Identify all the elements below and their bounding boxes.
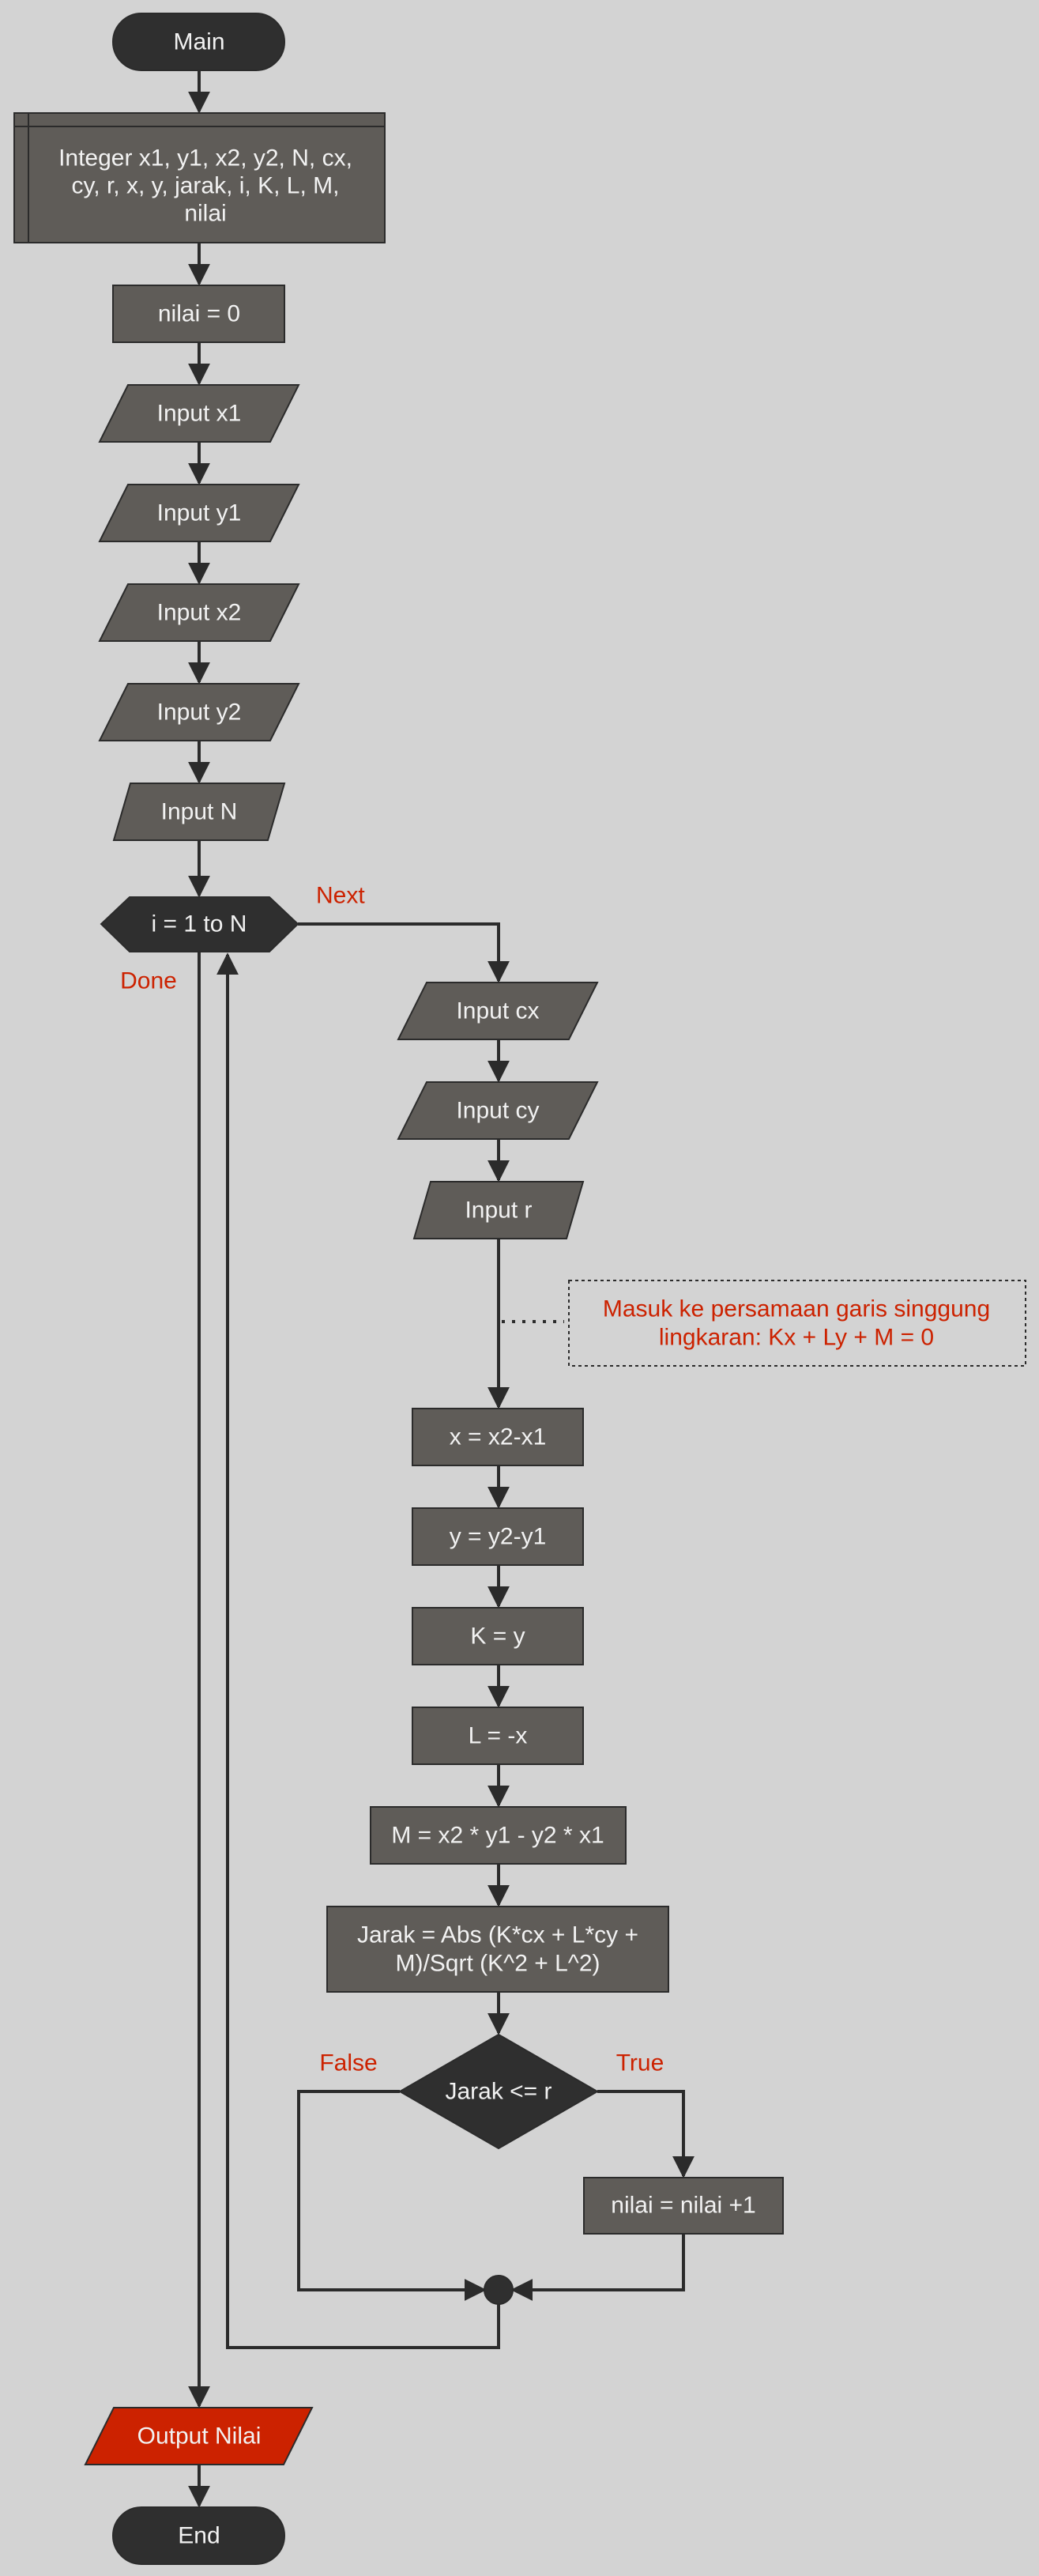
input-r-shape [412,1181,585,1239]
assign-m-process [370,1806,627,1865]
assign-x-process [412,1408,584,1466]
input-cx-label: Input cx [456,998,539,1024]
input-x2-shape [98,583,300,642]
loop-hexagon [100,896,299,952]
assign-jarak-process [326,1906,669,1993]
loop-next-label: Next [316,883,365,909]
output-shape [84,2407,314,2465]
assign-l-label: L = -x [469,1723,528,1749]
input-y1-shape [98,484,300,542]
increment-process [583,2177,784,2235]
input-x1-label: Input x1 [157,401,242,427]
connector-decision-true [597,2090,695,2178]
input-cy-shape [397,1081,599,1140]
decision-diamond [397,2033,600,2150]
assign-l-process [412,1707,584,1765]
input-y2-label: Input y2 [157,700,242,726]
decision-true-label: True [616,2050,664,2076]
decision-false-label: False [319,2050,377,2076]
connector-increment-to-merge [510,2234,685,2301]
comment-box [568,1280,1026,1367]
merge-point [484,2275,514,2305]
assign-jarak-line-1: Jarak = Abs (K*cx + L*cy + [357,1922,638,1948]
input-y2-shape [98,683,300,741]
assign-x-label: x = x2-x1 [450,1424,547,1450]
declare-line-2: cy, r, x, y, jarak, i, K, L, M, [72,173,340,199]
output-label: Output Nilai [137,2423,262,2450]
assign-m-label: M = x2 * y1 - y2 * x1 [391,1823,604,1849]
init-label: nilai = 0 [158,301,240,327]
declare-block [13,112,386,243]
loop-label: i = 1 to N [152,911,247,937]
input-x1-shape [98,384,300,443]
input-cy-label: Input cy [456,1098,539,1124]
connector-decision-false [297,2090,487,2301]
input-x2-label: Input x2 [157,600,242,626]
assign-y-label: y = y2-y1 [450,1524,547,1550]
start-label: Main [173,29,224,55]
input-n-label: Input N [161,799,238,825]
assign-k-label: K = y [470,1624,525,1650]
loop-done-label: Done [120,968,177,994]
input-n-shape [112,783,286,841]
end-label: End [178,2523,220,2549]
decision-label: Jarak <= r [445,2079,551,2105]
input-cx-shape [397,982,599,1040]
input-y1-label: Input y1 [157,500,242,526]
assign-k-process [412,1607,584,1665]
connector-loop-back [216,952,500,2349]
declare-line-3: nilai [184,201,226,227]
declare-line-1: Integer x1, y1, x2, y2, N, cx, [58,145,352,172]
connector-loop-next [298,922,510,983]
comment-line-2: lingkaran: Kx + Ly + M = 0 [659,1325,934,1351]
end-terminal [112,2506,285,2565]
start-terminal [112,13,285,71]
assign-y-process [412,1507,584,1566]
comment-line-1: Masuk ke persamaan garis singgung [603,1296,990,1322]
increment-label: nilai = nilai +1 [611,2193,755,2219]
assign-jarak-line-2: M)/Sqrt (K^2 + L^2) [395,1951,600,1977]
input-r-label: Input r [465,1197,532,1224]
init-process [112,285,285,343]
